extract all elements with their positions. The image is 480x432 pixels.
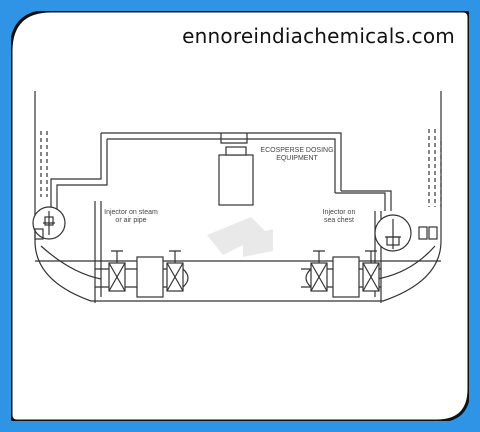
- site-title: ennoreindiachemicals.com: [182, 24, 455, 48]
- pipe-top-left-drop: [50, 133, 102, 211]
- pipe-top: [101, 132, 342, 191]
- panel-background: [11, 11, 469, 421]
- filter-right: [332, 256, 360, 298]
- pipe-right: [335, 190, 392, 211]
- pipe-to-tank: [220, 133, 248, 144]
- label-injector-right: Injector on sea chest: [322, 209, 356, 224]
- pipe-top-left-drop-2: [56, 139, 108, 211]
- label-dosing-equipment: ECOSPERSE DOSING EQUIPMENT: [260, 147, 334, 162]
- dosing-tank: [218, 154, 254, 206]
- dosing-tank-cap: [225, 146, 247, 156]
- pipe-top-inner: [107, 138, 336, 193]
- diagram-frame: ennoreindiachemicals.com ECOSPERSE DOSIN…: [11, 11, 469, 421]
- hull-outline: [34, 91, 442, 302]
- watermark-logo: [207, 217, 273, 257]
- dashed-pipe-left: [40, 131, 48, 197]
- filter-left: [136, 256, 164, 298]
- pipe-left-down: [94, 201, 102, 303]
- dashed-pipe-right: [428, 129, 442, 207]
- label-injector-left: Injector on steam or air pipe: [104, 209, 158, 224]
- ship-diagram: [11, 11, 469, 421]
